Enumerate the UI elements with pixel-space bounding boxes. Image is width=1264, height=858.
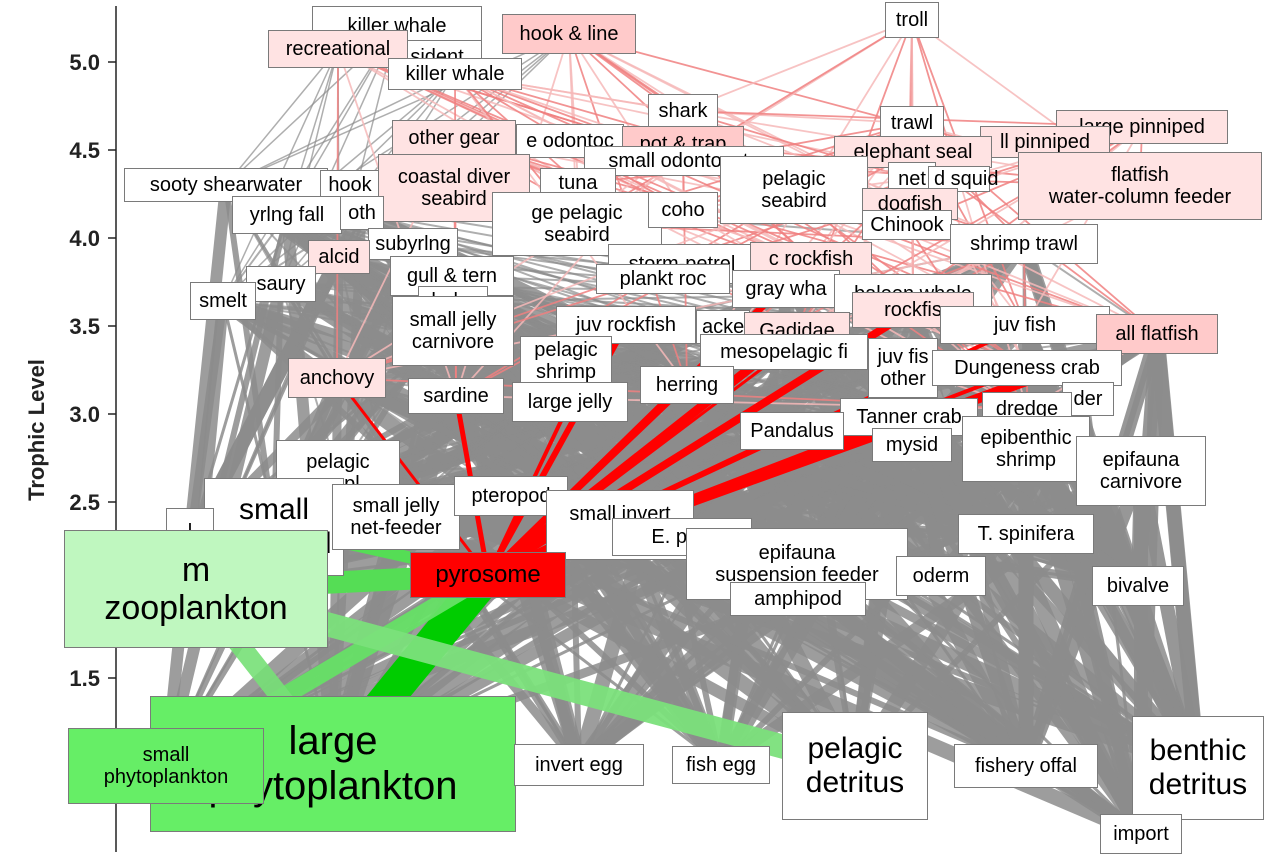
y-tick-label: 3.5 <box>69 314 100 339</box>
node-small-phytoplankton: small phytoplankton <box>68 728 264 804</box>
node-small-jelly-carnivore: small jelly carnivore <box>392 296 514 366</box>
node-mesopelagic-fish: mesopelagic fi <box>700 334 868 370</box>
edge <box>1150 333 1205 769</box>
node-pelagic-detritus: pelagic detritus <box>782 712 928 820</box>
node-shrimp-trawl: shrimp trawl <box>950 224 1098 264</box>
node-squid: d squid <box>928 166 999 192</box>
node-herring: herring <box>640 366 734 404</box>
y-tick-label: 4.5 <box>69 138 100 163</box>
edge <box>280 48 339 285</box>
edge <box>225 48 339 186</box>
node-shark: shark <box>648 94 718 128</box>
node-hook-line: hook & line <box>502 14 636 54</box>
node-hooked: hook <box>320 170 380 200</box>
node-tanner-crab: Tanner crab <box>840 398 978 436</box>
node-fish-egg: fish egg <box>672 746 770 784</box>
node-pyrosome: pyrosome <box>410 552 566 598</box>
y-tick-label: 5.0 <box>69 50 100 75</box>
node-import: import <box>1100 814 1182 854</box>
edge <box>682 19 913 112</box>
node-epibenthic-shrimp: epibenthic shrimp <box>962 416 1090 482</box>
node-sardine: sardine <box>408 378 504 414</box>
node-bivalve: bivalve <box>1092 566 1184 606</box>
node-gull-tern: gull & tern <box>390 256 514 296</box>
node-small-jelly-net: small jelly net-feeder <box>332 484 460 550</box>
node-t-spinifera: T. spinifera <box>958 514 1094 554</box>
node-flatfish-wc: flatfish water-column feeder <box>1018 152 1262 220</box>
node-plankt-rockfish: plankt roc <box>596 264 730 294</box>
node-micro-zooplankton: m zooplankton <box>64 530 328 648</box>
node-saury: saury <box>246 266 316 302</box>
node-benthic-amphipod: amphipod <box>730 582 866 616</box>
node-pelagic-shrimp: pelagic shrimp <box>520 336 612 386</box>
node-benthic-detritus: benthic detritus <box>1132 716 1264 820</box>
node-coastal-diver-seabird: coastal diver seabird <box>378 154 530 222</box>
node-other-gear: other gear <box>392 120 516 156</box>
pyrosome-predation-edge <box>335 377 490 576</box>
node-pelagic-seabird: pelagic seabird <box>720 156 868 224</box>
y-tick-label: 1.5 <box>69 666 100 691</box>
node-juv-fish: juv fish <box>940 306 1110 344</box>
node-epifauna-carnivore: epifauna carnivore <box>1076 436 1206 506</box>
node-gray-whale: gray wha <box>732 270 840 308</box>
node-mysid: mysid <box>872 428 952 462</box>
node-echinoderm: oderm <box>896 556 986 596</box>
node-sooty-shearwater: sooty shearwater <box>124 168 328 202</box>
edge <box>337 430 793 474</box>
node-troll: troll <box>885 2 939 38</box>
node-fishery-offal: fishery offal <box>954 744 1098 788</box>
node-alcid: alcid <box>308 240 370 274</box>
pyrosome-predation-edge <box>486 383 689 577</box>
y-tick-label: 2.5 <box>69 490 100 515</box>
node-killer-whale-2: killer whale <box>388 58 522 90</box>
node-anchovy: anchovy <box>288 358 386 398</box>
node-juv-fish-other: juv fis other <box>868 338 938 398</box>
y-tick-label: 4.0 <box>69 226 100 251</box>
node-large-jelly: large jelly <box>512 382 628 422</box>
pyrosome-predation-edge <box>487 350 785 577</box>
y-tick-label: 3.0 <box>69 402 100 427</box>
y-axis-title: Trophic Level <box>24 359 49 501</box>
node-dungeness-crab: Dungeness crab <box>932 350 1122 386</box>
node-small-flatfish: all flatfish <box>1096 314 1218 354</box>
node-trawl: trawl <box>880 106 944 140</box>
node-yrlng-fall: yrlng fall <box>232 196 342 234</box>
node-chinook: Chinook <box>862 210 952 240</box>
node-smelt: smelt <box>190 282 256 320</box>
node-invert-egg: invert egg <box>514 744 644 786</box>
node-other: oth <box>340 196 384 230</box>
node-coho: coho <box>648 192 718 228</box>
edge <box>185 300 228 544</box>
node-recreational: recreational <box>268 30 408 68</box>
node-pandalus: Pandalus <box>740 412 844 450</box>
